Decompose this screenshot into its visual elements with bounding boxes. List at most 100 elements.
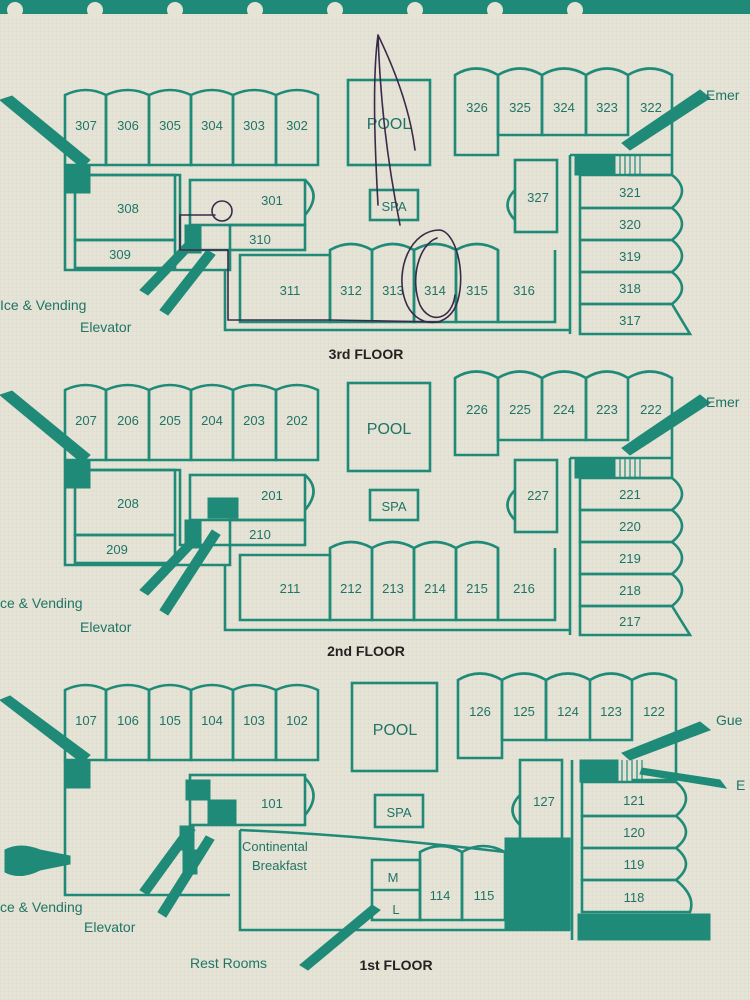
floor-1-pool-label: POOL <box>373 722 418 739</box>
floor-2-pool-label: POOL <box>367 421 412 438</box>
floor-2-pool <box>346 381 432 473</box>
room-211: 211 <box>280 581 301 596</box>
floor-3-vending-label: Ice & Vending <box>0 297 86 313</box>
room-107: 107 <box>75 713 97 728</box>
room-217: 217 <box>619 614 641 629</box>
room-316: 316 <box>513 283 535 298</box>
room-319: 319 <box>619 249 641 264</box>
room-209: 209 <box>106 542 128 557</box>
header-band <box>0 0 750 18</box>
room-126: 126 <box>469 704 491 719</box>
room-227: 227 <box>527 488 549 503</box>
room-121: 121 <box>623 793 645 808</box>
room-315: 315 <box>466 283 488 298</box>
floor-2-vending-label: ce & Vending <box>0 595 83 611</box>
floor-1-elevator-label: Elevator <box>84 919 136 935</box>
room-303: 303 <box>243 118 265 133</box>
room-206: 206 <box>117 413 139 428</box>
room-318: 318 <box>619 281 641 296</box>
room-119: 119 <box>624 857 645 872</box>
floor-3-north-row <box>63 88 320 167</box>
floor-1: 107 106 105 104 103 102 101 M L 114 115 … <box>0 672 745 973</box>
breakfast-label-1: Continental <box>242 839 308 854</box>
floor-1-south-band <box>577 913 711 941</box>
room-l: L <box>392 902 399 917</box>
floor-1-guest-label: Gue <box>716 712 743 728</box>
room-308: 308 <box>117 201 139 216</box>
floor-3-pool-label: POOL <box>367 116 412 133</box>
room-306: 306 <box>117 118 139 133</box>
room-105: 105 <box>159 713 181 728</box>
room-m: M <box>388 870 399 885</box>
room-309: 309 <box>109 247 131 262</box>
room-213: 213 <box>382 581 404 596</box>
room-222: 222 <box>640 402 662 417</box>
room-208: 208 <box>117 496 139 511</box>
restrooms-label: Rest Rooms <box>190 955 267 971</box>
room-115: 115 <box>474 888 495 903</box>
room-212: 212 <box>340 581 362 596</box>
room-122: 122 <box>643 704 665 719</box>
floor-1-spa-label: SPA <box>386 805 411 820</box>
room-301: 301 <box>261 193 283 208</box>
room-127: 127 <box>533 794 555 809</box>
floor-3-elevator-label: Elevator <box>80 319 132 335</box>
room-205: 205 <box>159 413 181 428</box>
room-102: 102 <box>286 713 308 728</box>
floor-2-spa-label: SPA <box>381 499 406 514</box>
room-327: 327 <box>527 190 549 205</box>
room-323: 323 <box>596 100 618 115</box>
floor-1-service-block <box>504 837 571 931</box>
room-317: 317 <box>619 313 641 328</box>
room-322: 322 <box>640 100 662 115</box>
floor-3-stair-west <box>64 164 91 194</box>
room-125: 125 <box>513 704 535 719</box>
room-220: 220 <box>619 519 641 534</box>
floor-1-hand-pointer <box>4 845 71 876</box>
floor-2-emergency-label: Emer <box>706 394 740 410</box>
room-224: 224 <box>553 402 575 417</box>
floor-2-elevator-label: Elevator <box>80 619 132 635</box>
floor-3-emergency-label: Emer <box>706 87 740 103</box>
room-210: 210 <box>249 527 271 542</box>
floor-2-spa <box>368 488 420 522</box>
room-321: 321 <box>619 185 641 200</box>
room-207: 207 <box>75 413 97 428</box>
room-204: 204 <box>201 413 223 428</box>
room-304: 304 <box>201 118 223 133</box>
floor-1-spa <box>373 793 425 829</box>
room-226: 226 <box>466 402 488 417</box>
pen-annotation <box>179 34 462 324</box>
room-310: 310 <box>249 232 271 247</box>
room-214: 214 <box>424 581 446 596</box>
room-325: 325 <box>509 100 531 115</box>
room-101: 101 <box>261 796 283 811</box>
room-104: 104 <box>201 713 223 728</box>
floor-1-emergency-label: E <box>736 777 745 793</box>
room-324: 324 <box>553 100 575 115</box>
floor-3-spa-label: SPA <box>381 199 406 214</box>
room-311: 311 <box>280 283 301 298</box>
room-106: 106 <box>117 713 139 728</box>
room-120: 120 <box>623 825 645 840</box>
floor-3-arrow-nw <box>0 95 91 169</box>
room-307: 307 <box>75 118 97 133</box>
room-218: 218 <box>619 583 641 598</box>
room-314: 314 <box>424 283 446 298</box>
room-203: 203 <box>243 413 265 428</box>
room-313: 313 <box>382 283 404 298</box>
breakfast-label-2: Breakfast <box>252 858 307 873</box>
room-216: 216 <box>513 581 535 596</box>
room-202: 202 <box>286 413 308 428</box>
floor-3-stair-east <box>574 154 616 176</box>
floor-1-pool <box>350 681 439 773</box>
floor-3-title: 3rd FLOOR <box>329 346 404 362</box>
room-124: 124 <box>557 704 579 719</box>
room-215: 215 <box>466 581 488 596</box>
room-201: 201 <box>261 488 283 503</box>
floor-2-title: 2nd FLOOR <box>327 643 405 659</box>
floor-3-arrow-elevator <box>159 249 216 316</box>
room-312: 312 <box>340 283 362 298</box>
room-221: 221 <box>619 487 641 502</box>
